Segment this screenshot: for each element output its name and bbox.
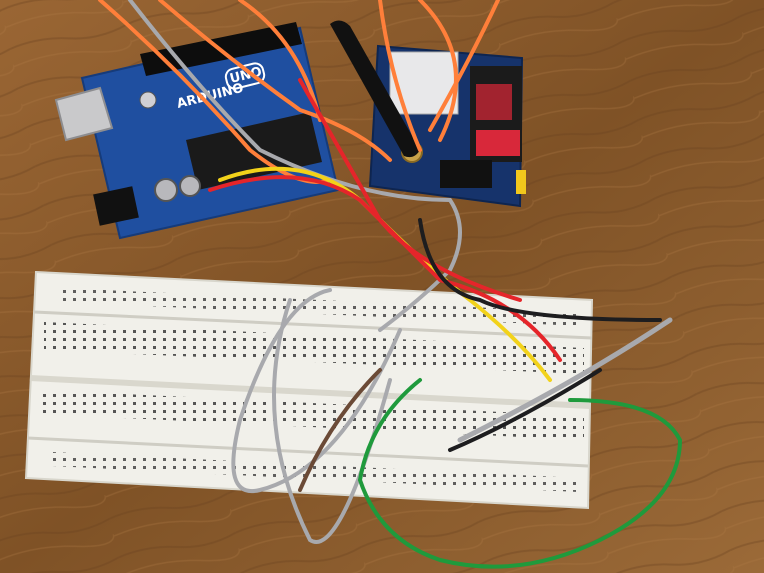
gsm-chip-shield [389, 51, 459, 115]
wire-orange-4 [378, 0, 422, 152]
wire-green [357, 378, 683, 569]
wire-orange-6 [428, 0, 500, 132]
terminal-strip-top-holes [44, 322, 584, 374]
capacitor-2 [179, 175, 201, 197]
capacitor-1 [154, 178, 178, 202]
gsm-antenna [330, 20, 420, 158]
reset-button [139, 91, 157, 109]
wire-orange-5 [418, 0, 458, 142]
jumper-wires [98, 0, 683, 569]
wire-black-1 [418, 218, 662, 322]
gsm-header [440, 160, 492, 188]
power-jack [93, 186, 139, 226]
wire-gray-4 [457, 317, 673, 443]
usb-port [54, 86, 114, 142]
terminal-strip-bottom-holes [40, 390, 584, 440]
wire-brown [298, 368, 382, 492]
wire-orange-2 [158, 0, 392, 162]
wire-black-2 [448, 368, 602, 452]
wire-red-2 [298, 78, 522, 302]
power-rail-bottom-holes [52, 452, 578, 492]
sim-tray [476, 130, 520, 156]
gsm-pin-yellow [516, 170, 526, 194]
power-rail-top-holes [60, 288, 580, 326]
